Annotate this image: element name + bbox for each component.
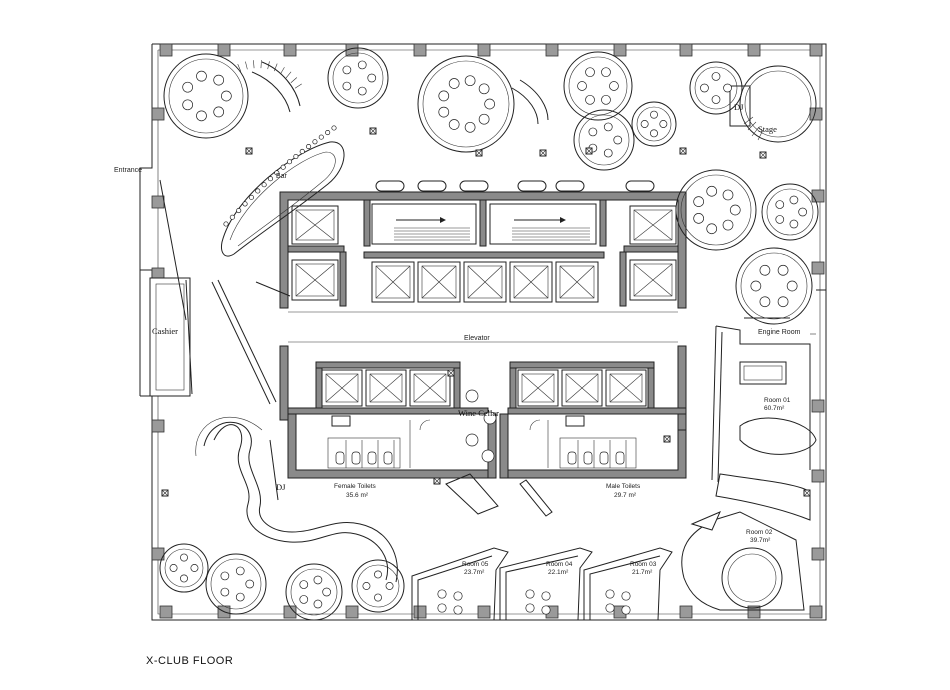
room02-label: Room 02 bbox=[746, 529, 773, 536]
room-labels: Entrance Cashier Bar DJ Stage Elevator W… bbox=[114, 102, 801, 667]
room05-label: Room 05 bbox=[462, 561, 489, 568]
cashier-counter bbox=[149, 277, 193, 397]
wine-cellar bbox=[445, 473, 553, 517]
elevator-shafts bbox=[291, 205, 677, 407]
east-rooms bbox=[711, 317, 817, 521]
central-core bbox=[279, 191, 687, 479]
drawing-caption: X-CLUB FLOOR bbox=[146, 655, 233, 667]
room04-label: Room 04 bbox=[546, 561, 573, 568]
lounge-seating bbox=[159, 47, 819, 621]
dj-top-label: DJ bbox=[734, 102, 744, 112]
bar-counter bbox=[221, 125, 345, 257]
room01-area: 60.7m² bbox=[764, 405, 785, 412]
karaoke-rooms bbox=[411, 547, 673, 621]
cashier-label: Cashier bbox=[152, 326, 178, 336]
stage bbox=[729, 65, 817, 143]
elevator-lobby bbox=[288, 311, 678, 343]
wine-cellar-label: Wine Cellar bbox=[458, 408, 499, 418]
serpentine-sofa bbox=[195, 416, 398, 583]
room04-area: 22.1m² bbox=[548, 569, 569, 576]
elevator-label: Elevator bbox=[464, 335, 490, 342]
entrance-screens bbox=[159, 179, 291, 501]
stage-stair bbox=[511, 79, 549, 125]
structural-columns bbox=[151, 43, 825, 619]
room03-area: 21.7m² bbox=[632, 569, 653, 576]
room01-label: Room 01 bbox=[764, 397, 791, 404]
engine-room-label: Engine Room bbox=[758, 329, 801, 336]
female-toilets-area: 35.6 m² bbox=[346, 492, 369, 499]
room03-label: Room 03 bbox=[630, 561, 657, 568]
male-toilets-area: 29.7 m² bbox=[614, 492, 637, 499]
toilet-fixtures bbox=[327, 415, 637, 469]
spiral-stair bbox=[237, 60, 302, 113]
stage-label: Stage bbox=[758, 124, 777, 134]
dj-left-label: DJ bbox=[276, 482, 286, 492]
room-02 bbox=[681, 511, 805, 611]
entrance-label: Entrance bbox=[114, 167, 142, 174]
male-toilets-label: Male Toilets bbox=[606, 483, 641, 490]
bar-label: Bar bbox=[276, 173, 288, 180]
female-toilets-label: Female Toilets bbox=[334, 483, 377, 490]
room02-area: 39.7m² bbox=[750, 537, 771, 544]
stair-shafts bbox=[371, 203, 597, 245]
room05-area: 23.7m² bbox=[464, 569, 485, 576]
